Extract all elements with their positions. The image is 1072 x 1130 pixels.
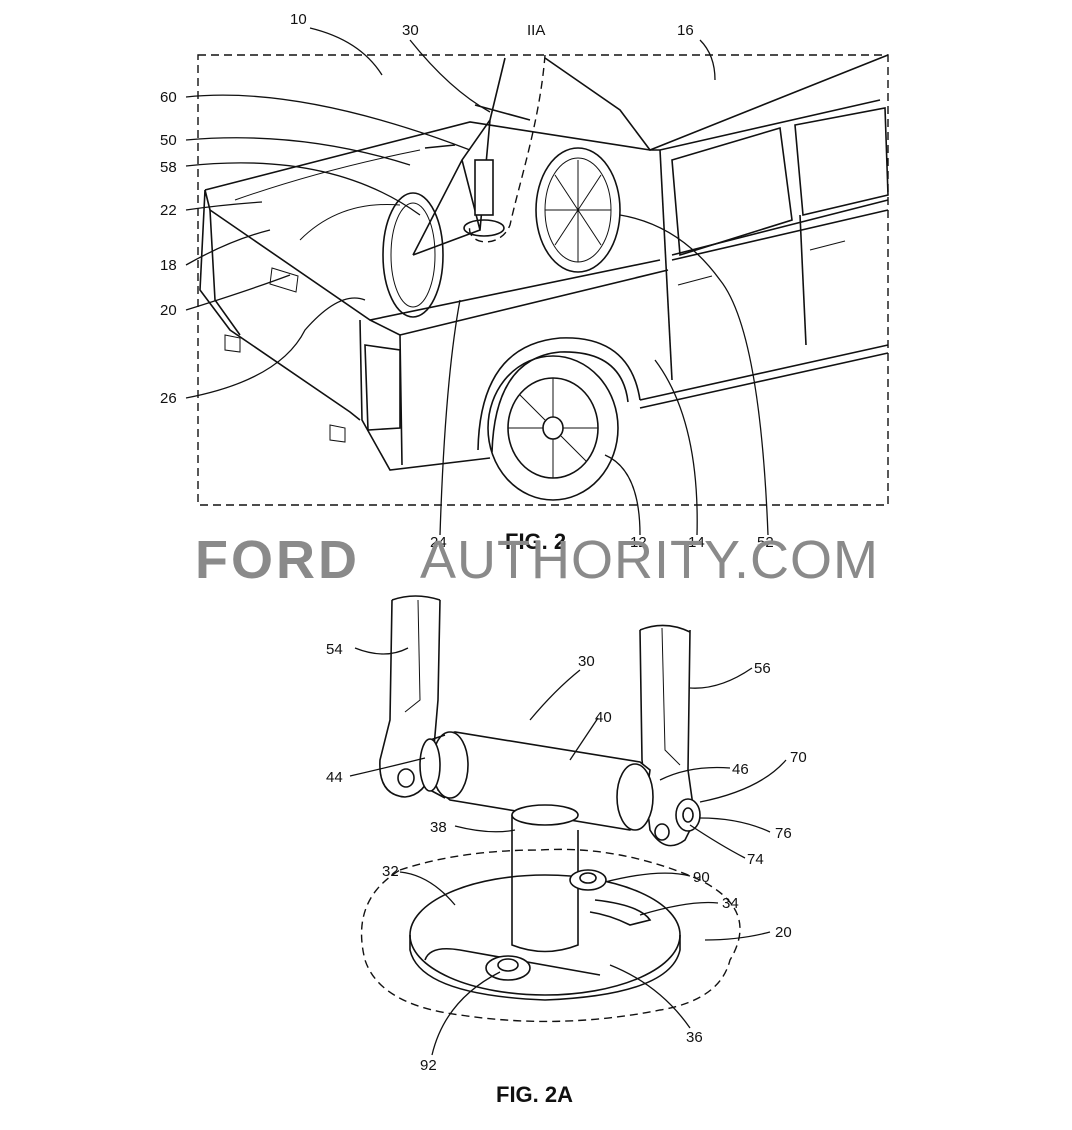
ref-32: 32 [382, 863, 399, 880]
ref-50: 50 [160, 132, 177, 149]
ref-20: 20 [160, 302, 177, 319]
fig2-truck-drawing [198, 55, 888, 505]
ref-10: 10 [290, 11, 307, 28]
bicycle [383, 58, 620, 317]
ref-20-detail: 20 [775, 924, 792, 941]
ref-56: 56 [754, 660, 771, 677]
ref-36: 36 [686, 1029, 703, 1046]
ref-76: 76 [775, 825, 792, 842]
ref-60: 60 [160, 89, 177, 106]
ref-30-detail: 30 [578, 653, 595, 670]
ref-38: 38 [430, 819, 447, 836]
ref-90: 90 [693, 869, 710, 886]
fig2a-mount-drawing [362, 596, 740, 1021]
watermark-domain: AUTHORITY.COM [420, 530, 879, 590]
ref-54: 54 [326, 641, 343, 658]
ref-30: 30 [402, 22, 419, 39]
ref-58: 58 [160, 159, 177, 176]
ref-22: 22 [160, 202, 177, 219]
ref-74: 74 [747, 851, 764, 868]
fig2a-caption: FIG. 2A [496, 1082, 573, 1107]
fig2-reference-labels: 10 30 IIA 16 60 50 58 22 18 20 26 24 12 … [160, 11, 774, 551]
ref-34: 34 [722, 895, 739, 912]
ref-16: 16 [677, 22, 694, 39]
watermark-brand: FORD [195, 530, 360, 590]
ref-26: 26 [160, 390, 177, 407]
ref-46: 46 [732, 761, 749, 778]
ref-44: 44 [326, 769, 343, 786]
ref-40: 40 [595, 709, 612, 726]
ref-iia: IIA [527, 22, 545, 39]
ref-92: 92 [420, 1057, 437, 1074]
ref-18: 18 [160, 257, 177, 274]
ref-70: 70 [790, 749, 807, 766]
watermark: FORD AUTHORITY.COM [195, 530, 879, 590]
